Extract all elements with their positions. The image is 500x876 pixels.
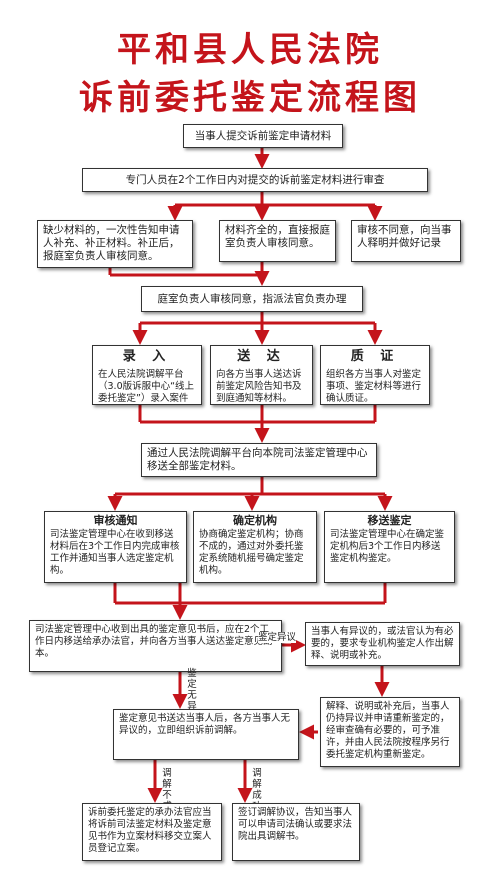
send-body: 司法鉴定管理中心在确定鉴定机构后3个工作日内移送鉴定机构鉴定。 xyxy=(330,529,445,564)
entry-body: 在人民法院调解平台（3.0版诉服中心“线上委托鉴定”）录入案件信息。 xyxy=(98,369,195,404)
step-review: 专门人员在2个工作日内对提交的诉前鉴定材料进行审查 xyxy=(82,168,428,192)
step-send-appraisal: 移送鉴定 司法鉴定管理中心在确定鉴定机构后3个工作日内移送鉴定机构鉴定。 xyxy=(324,511,455,583)
step-cross-examination: 质 证 组织各方当事人对鉴定事项、鉴定材料等进行确认质证。 xyxy=(320,345,430,405)
step-missing-materials: 缺少材料的，一次性告知申请人补充、补正材料。补正后，报庭室负责人审核同意。 xyxy=(37,220,193,268)
institution-title: 确定机构 xyxy=(233,514,277,527)
step-review-notice: 审核通知 司法鉴定管理中心在收到移送材料后在3个工作日内完成审核工作并通知当事人… xyxy=(44,511,187,583)
step-mediation: 鉴定意见书送达当事人后，各方当事人无异议的，立即组织诉前调解。 xyxy=(113,709,299,760)
entry-title: 录 入 xyxy=(122,349,172,364)
institution-body: 协商确定鉴定机构；协商不成的，通过对外委托鉴定系统随机摇号确定鉴定机构。 xyxy=(199,529,304,576)
step-materials-complete: 材料齐全的，直接报庭室负责人审核同意。 xyxy=(219,220,336,262)
step-approve-assign: 庭室负责人审核同意，指派法官负责办理 xyxy=(141,286,363,312)
deliver-body: 向各方当事人送达诉前鉴定风险告知书及到庭通知等材料。 xyxy=(216,369,302,404)
step-re-appraisal: 解释、说明或补充后，当事人仍持异议并申请重新鉴定的，经审查确有必要的，可予准许，… xyxy=(320,697,460,767)
step-objection: 当事人有异议的，或法官认为有必要的，要求专业机构鉴定人作出解释、说明或补充。 xyxy=(305,622,460,666)
step-reject: 审核不同意，向当事人释明并做好记录 xyxy=(351,220,461,262)
step-opinion-delivery: 司法鉴定管理中心收到出具的鉴定意见书后，应在2个工作日内移送给承办法官，并向各方… xyxy=(29,620,282,672)
cross-body: 组织各方当事人对鉴定事项、鉴定材料等进行确认质证。 xyxy=(326,369,422,404)
step-file-case: 诉前委托鉴定的承办法官应当将诉前司法鉴定材料及鉴定意见书作为立案材料移交立案人员… xyxy=(82,803,222,861)
step-determine-institution: 确定机构 协商确定鉴定机构；协商不成的，通过对外委托鉴定系统随机摇号确定鉴定机构… xyxy=(193,511,317,583)
send-title: 移送鉴定 xyxy=(367,514,412,527)
deliver-title: 送 达 xyxy=(237,349,286,364)
title-line-1: 平和县人民法院 xyxy=(117,30,383,70)
notice-title: 审核通知 xyxy=(93,514,138,527)
label-objection: 鉴定异议 xyxy=(258,632,297,643)
step-entry: 录 入 在人民法院调解平台（3.0版诉服中心“线上委托鉴定”）录入案件信息。 xyxy=(92,345,202,405)
notice-body: 司法鉴定管理中心在收到移送材料后在3个工作日内完成审核工作并通知当事人选定鉴定机… xyxy=(50,529,180,576)
cross-title: 质 证 xyxy=(350,349,400,364)
step-apply: 当事人提交诉前鉴定申请材料 xyxy=(183,124,343,148)
title-line-2: 诉前委托鉴定流程图 xyxy=(79,78,421,118)
step-mediation-agreement: 签订调解协议，告知当事人可以申请司法确认或要求法院出具调解书。 xyxy=(232,803,360,861)
step-deliver: 送 达 向各方当事人送达诉前鉴定风险告知书及到庭通知等材料。 xyxy=(210,345,313,405)
step-transfer-materials: 通过人民法院调解平台向本院司法鉴定管理中心移送全部鉴定材料。 xyxy=(141,443,377,477)
